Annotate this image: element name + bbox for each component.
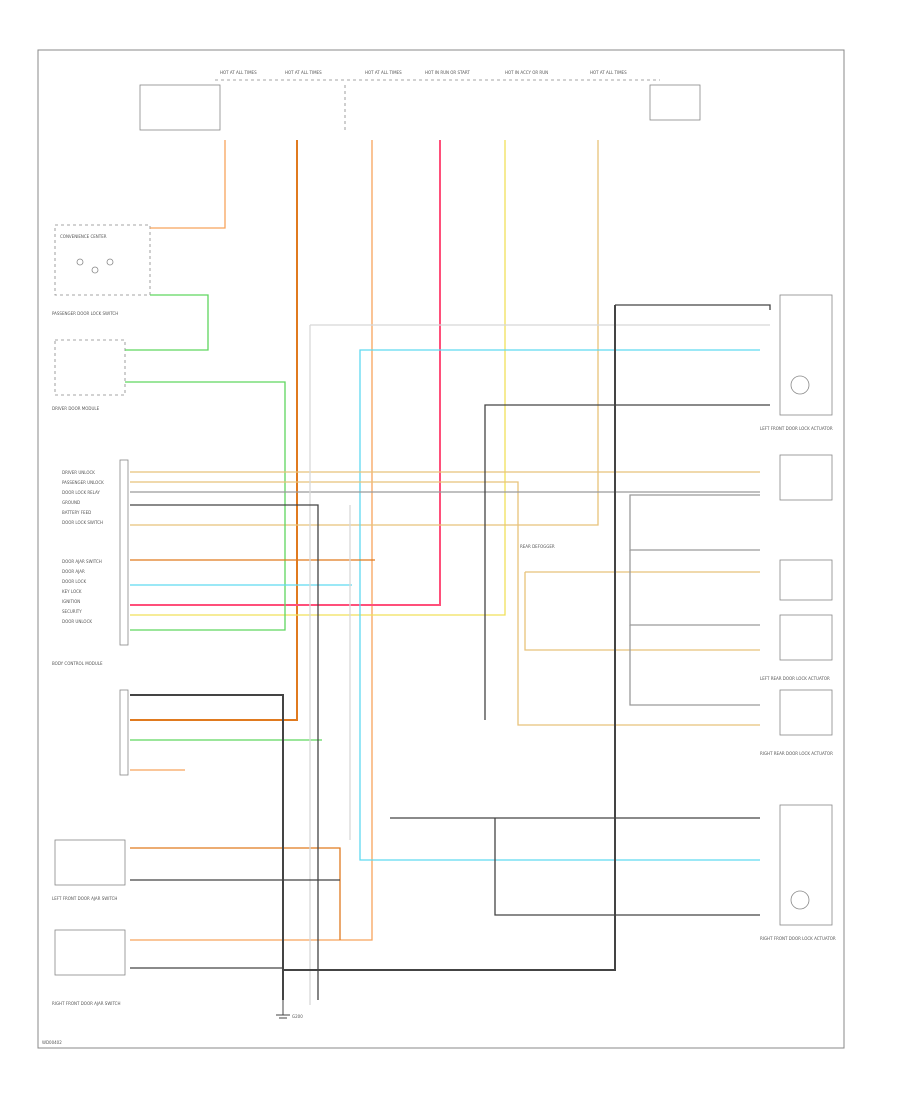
right-rear-ajar-switch-box [779, 689, 833, 736]
blue-lock-1-wire [359, 349, 760, 861]
lock-switch-box [54, 339, 126, 396]
fuse-info-box-left [139, 84, 221, 131]
pin-label-left-2: SECURITY [62, 609, 82, 614]
orange-feed-2-wire [130, 140, 373, 941]
relay-contact-2 [91, 266, 99, 274]
fuse-info-box-right [649, 84, 701, 121]
gray-row-2-wire [629, 550, 760, 626]
fuse-block-top: HOT AT ALL TIMES HOT AT ALL TIMES HOT AT… [139, 70, 701, 131]
left-front-door-ajar-box [54, 839, 126, 886]
left-front-ajar-switch-box [779, 454, 833, 501]
wires-layer: DRIVER UNLOCK PASSENGER UNLOCK DOOR LOCK R… [62, 140, 771, 1005]
pin-label-left-2: KEY LOCK [62, 589, 82, 594]
relay-contact-1 [76, 258, 84, 266]
left-components: CONVENIENCE CENTER PASSENGER DOOR LOCK S… [52, 224, 151, 1006]
fuse-label-1: HOT AT ALL TIMES [220, 70, 257, 75]
module-connector-1 [119, 459, 129, 646]
left-rear-ajar-switch-box [779, 614, 833, 661]
pin-label-left: DOOR LOCK SWITCH [62, 520, 103, 525]
pin-label-left-2: DOOR UNLOCK [62, 619, 92, 624]
footer-code: WD00402 [42, 1040, 62, 1045]
ground-label: G200 [292, 1014, 303, 1019]
tan-row-2-wire [130, 481, 760, 726]
relay-contact-3 [106, 258, 114, 266]
right-front-ajar-label: RIGHT FRONT DOOR AJAR SWITCH [52, 1001, 120, 1006]
pin-label-left: PASSENGER UNLOCK [62, 480, 104, 485]
pin-label-left: GROUND [62, 500, 80, 505]
fuse-label-3: HOT AT ALL TIMES [365, 70, 402, 75]
fuse-label-4: HOT IN RUN OR START [425, 70, 470, 75]
pin-label-left: DRIVER UNLOCK [62, 470, 95, 475]
passenger-lock-switch-label: PASSENGER DOOR LOCK SWITCH [52, 311, 118, 316]
pin-label-left: BATTERY FEED [62, 510, 91, 515]
bcm-label: BODY CONTROL MODULE [52, 661, 103, 666]
ground-symbol: G200 [276, 1000, 303, 1019]
left-front-motor [790, 375, 810, 395]
right-front-ajar-switch-box [779, 559, 833, 601]
yellow-feed-wire [130, 140, 506, 616]
right-components: LEFT FRONT DOOR LOCK ACTUATOR LEFT REAR … [520, 294, 836, 941]
pin-label-left-2: DOOR AJAR SWITCH [62, 559, 102, 564]
left-front-door-label: LEFT FRONT DOOR LOCK ACTUATOR [760, 426, 833, 431]
green-lock-1-wire [125, 294, 209, 351]
left-front-actuator-box [779, 294, 833, 416]
black-row-lower-wire [130, 504, 319, 1000]
left-rear-door-label: LEFT REAR DOOR LOCK ACTUATOR [760, 676, 830, 681]
left-front-ajar-label: LEFT FRONT DOOR AJAR SWITCH [52, 896, 117, 901]
black-top-wire [615, 304, 771, 310]
black-rf-2-wire [494, 818, 760, 916]
pin-label-left: DOOR LOCK RELAY [62, 490, 100, 495]
black-bcm-wire [130, 694, 284, 1000]
fuse-label-6: HOT AT ALL TIMES [590, 70, 627, 75]
tan-row-4-wire [524, 572, 760, 651]
module-connector-2 [119, 689, 129, 776]
right-front-actuator-box [779, 804, 833, 926]
orange-feed-1-wire [150, 140, 226, 229]
rear-defogger-label: REAR DEFOGGER [520, 544, 555, 549]
gray-row-4-wire [629, 625, 760, 706]
brown-feed-wire [130, 140, 298, 721]
pin-label-left-2: IGNITION [62, 599, 80, 604]
tan-feed-wire [130, 140, 599, 526]
right-front-door-label: RIGHT FRONT DOOR LOCK ACTUATOR [760, 936, 836, 941]
fuse-label-5: HOT IN ACCY OR RUN [505, 70, 548, 75]
convenience-center-box [54, 224, 151, 296]
black-mid-wire [484, 404, 770, 720]
gray-row-1-wire [629, 494, 760, 551]
green-lock-2-wire [125, 381, 286, 631]
red-feed-wire [130, 140, 441, 606]
pin-label-left-2: DOOR LOCK [62, 579, 86, 584]
fuse-label-2: HOT AT ALL TIMES [285, 70, 322, 75]
pin-label-left-2: DOOR AJAR [62, 569, 85, 574]
diagram-border [37, 49, 845, 1049]
right-front-door-ajar-box [54, 929, 126, 976]
brown-bcm-1-wire [130, 847, 341, 940]
right-rear-door-label: RIGHT REAR DOOR LOCK ACTUATOR [760, 751, 833, 756]
convenience-center-label: CONVENIENCE CENTER [60, 234, 107, 239]
right-front-motor [790, 890, 810, 910]
black-right-wire [283, 305, 616, 971]
door-module-label: DRIVER DOOR MODULE [52, 406, 100, 411]
